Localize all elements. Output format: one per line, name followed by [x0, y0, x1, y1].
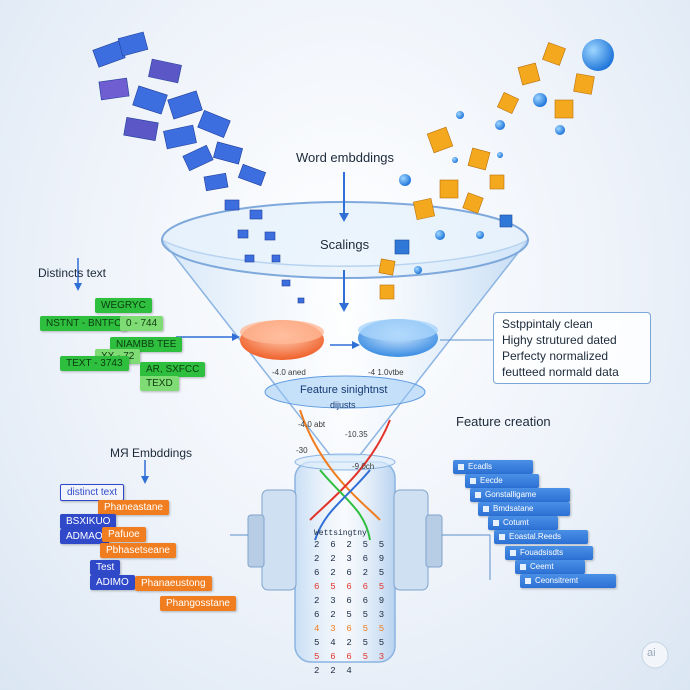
wordmark: ai: [647, 647, 656, 659]
feature-list-item: Ceemt: [515, 560, 585, 574]
distinct-text-tag: NSTNT - BNTFC: [40, 316, 128, 331]
feature-list-item: Eecde: [465, 474, 539, 488]
mr-embeddings-label: MЯ Embddings: [110, 446, 193, 460]
distinct-text-tag: NIAMBB TEE: [110, 337, 183, 352]
mr-tag: Pafuoe: [102, 527, 146, 542]
tube-digit-row: 2 2 3 6 9: [314, 554, 385, 564]
tube-digit-row: 2 2 4: [314, 666, 352, 676]
mr-tag: Pbhasetseane: [100, 543, 176, 558]
feature-list-item: Fouadsisdts: [505, 546, 593, 560]
funnel-annotation: -10.35: [345, 430, 368, 439]
mr-tag: Phaneastane: [98, 500, 169, 515]
feature-funnel-label: Feature sinightnst: [300, 384, 388, 396]
tube-digit-row: 2 6 2 5 5: [314, 540, 385, 550]
output-description-box: Sstppintaly clean Highy strutured dated …: [493, 312, 651, 384]
distinct-text-tag: AR, SXFCC: [140, 362, 206, 377]
mr-tag: Phanaeustong: [135, 576, 212, 591]
scalings-label: Scalings: [320, 237, 370, 252]
feature-list-item: Eoastal.Reeds: [494, 530, 588, 544]
output-line: Highy strutured dated: [502, 333, 617, 347]
tube-header: Wettsingtny: [314, 529, 367, 538]
feature-creation-label: Feature creation: [456, 414, 551, 429]
tube-digit-row: 2 3 6 6 9: [314, 596, 385, 606]
funnel-annotation: -9.0ch: [352, 462, 375, 471]
feature-list-item: Ecadls: [453, 460, 533, 474]
tube-digit-row: 5 6 6 5 3: [314, 652, 385, 662]
blue-spheres: [399, 39, 614, 274]
feature-list-item: Bmdsatane: [478, 502, 570, 516]
mr-tag: Phangosstane: [160, 596, 236, 611]
funnel-annotation: -4 1.0vtbe: [368, 368, 404, 377]
tube-digit-row: 5 4 2 5 5: [314, 638, 385, 648]
funnel-annotation: -30: [296, 446, 308, 455]
funnel-annotation: -4.0 aned: [272, 368, 306, 377]
funnel-annotation: -4.0 abt: [298, 420, 326, 429]
distinct-text-tag: TEXT - 3743: [60, 356, 129, 371]
distinct-text-tag: 0 - 744: [120, 316, 164, 331]
orange-data-blocks: [378, 42, 595, 300]
tube-digit-row: 6 2 5 5 3: [314, 610, 385, 620]
blue-data-blocks: [92, 31, 305, 304]
feature-list-item: Ceonsitremt: [520, 574, 616, 588]
mr-tag: ADMAO: [60, 529, 109, 544]
tube-digit-row: 4 3 6 5 5: [314, 624, 385, 634]
distinct-text-tag: TEXD: [140, 376, 179, 391]
mr-tag: distinct text: [60, 484, 125, 501]
mr-tag: Test: [90, 560, 121, 575]
output-line: Perfecty normalized: [502, 349, 609, 363]
feature-list-item: Gonstalligame: [470, 488, 570, 502]
feature-list-item: Cotumt: [488, 516, 558, 530]
tube-digit-row: 6 5 6 6 5: [314, 582, 385, 592]
mr-tag: ADIMO: [90, 575, 135, 590]
mr-tag: BSXIKUO: [60, 514, 117, 529]
tube-digit-row: 6 2 6 2 5: [314, 568, 385, 578]
word-embeddings-label: Word embddings: [296, 150, 395, 165]
tube-digit-grid: 2 6 2 5 5 2 2 3 6 9 6 2 6 2 5 6 5 6 6 5 2 3 …: [314, 538, 384, 678]
output-line: feutteed normald data: [502, 365, 619, 379]
distinct-text-tag: WEGRYC: [95, 298, 152, 313]
distincts-text-label: Distincts text: [38, 266, 107, 280]
output-line: Sstppintaly clean: [502, 317, 593, 331]
feature-funnel-sublabel: dijusts: [330, 400, 356, 410]
